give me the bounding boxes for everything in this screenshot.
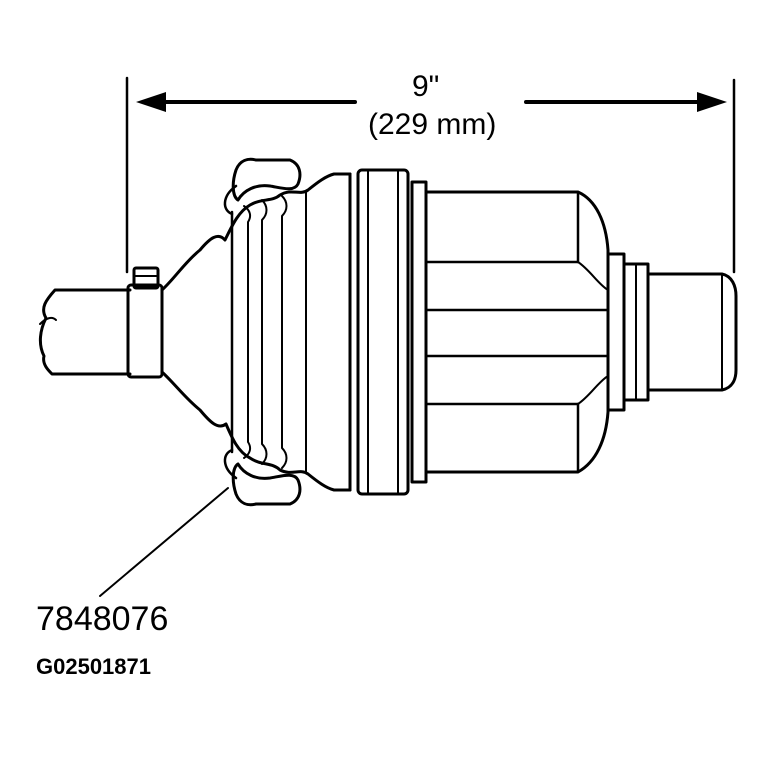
dimension-line — [125, 76, 736, 274]
left-arrowhead — [136, 92, 166, 112]
dimension-inches: 9" — [412, 70, 440, 103]
small-clamp — [126, 266, 164, 379]
figure-id: G02501871 — [36, 654, 151, 679]
rubber-boot — [160, 157, 352, 507]
dimension-millimeters: (229 mm) — [368, 108, 497, 141]
stub-shaft — [606, 252, 738, 412]
right-arrowhead — [697, 92, 727, 112]
part-number-callout: 7848076 — [36, 600, 169, 638]
axle-shaft — [38, 288, 132, 376]
joint-housing — [348, 168, 610, 496]
callout-leader-line — [99, 487, 229, 597]
